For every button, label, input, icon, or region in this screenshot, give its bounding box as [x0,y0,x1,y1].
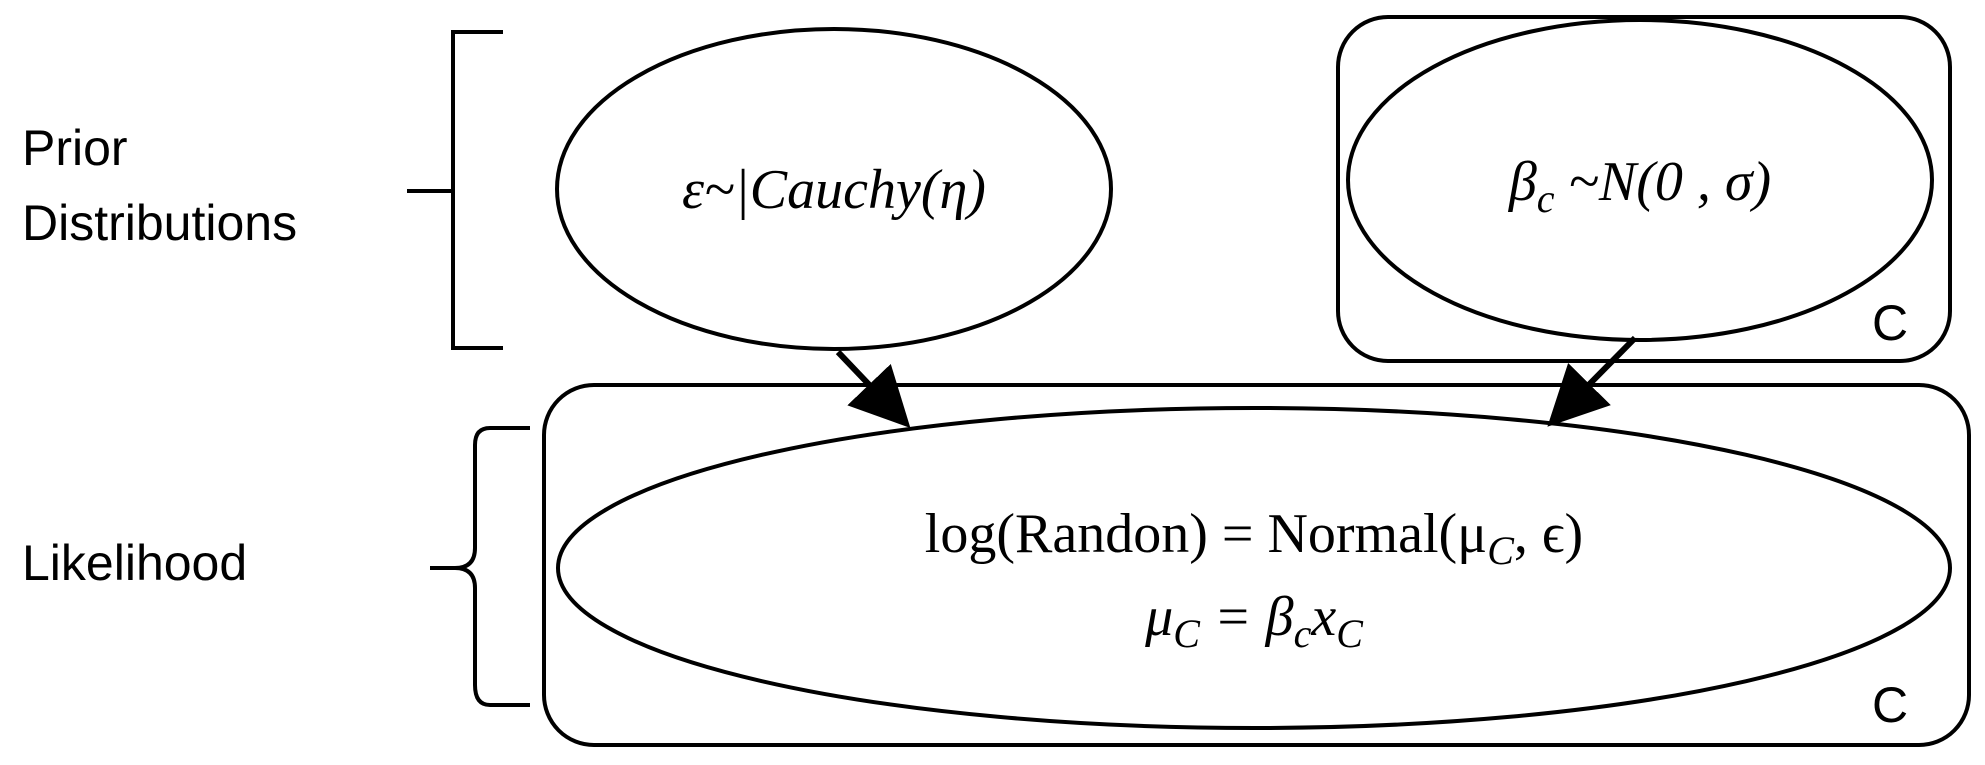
likelihood-formula-line1: log(Randon) = Normal(μC, ϵ) [925,503,1583,573]
prior-label-line2: Distributions [22,195,297,251]
likelihood-node [556,406,1952,730]
likelihood-brace [430,426,530,707]
beta-to-likelihood-arrow [1547,335,1638,427]
x-symbol: x [1310,586,1336,648]
epsilon-prior-node [555,27,1113,351]
likelihood-formula-line2: μC = βcxC [1144,586,1364,656]
likelihood-label: Likelihood [22,535,247,591]
beta-c-subscript: c [1294,611,1312,656]
beta-subscript: c [1537,176,1555,221]
beta-prior-formula: βc ~N(0 , σ) [1508,151,1771,221]
beta-symbol: β [1508,151,1537,213]
beta-prior-rest: ~N(0 , σ) [1555,151,1772,213]
beta-plate [1336,15,1952,363]
epsilon-to-likelihood-arrow [835,349,911,429]
beta-prior-node [1346,18,1934,342]
likelihood-line1-main: log(Randon) = Normal(μ [925,503,1487,565]
equals-beta: = β [1200,586,1294,648]
likelihood-line1-tail: , ϵ) [1514,503,1583,565]
beta-plate-label: C [1872,295,1908,351]
prior-label-line1: Prior [22,120,128,176]
x-subscript: C [1336,611,1364,656]
epsilon-prior-formula: ε~|Cauchy(η) [682,159,986,221]
likelihood-line1-mu-sub: C [1487,528,1515,573]
likelihood-plate-label: C [1872,677,1908,733]
mu-subscript: C [1173,611,1201,656]
likelihood-plate [542,383,1971,747]
mu-symbol: μ [1144,586,1173,648]
prior-bracket [407,30,503,350]
